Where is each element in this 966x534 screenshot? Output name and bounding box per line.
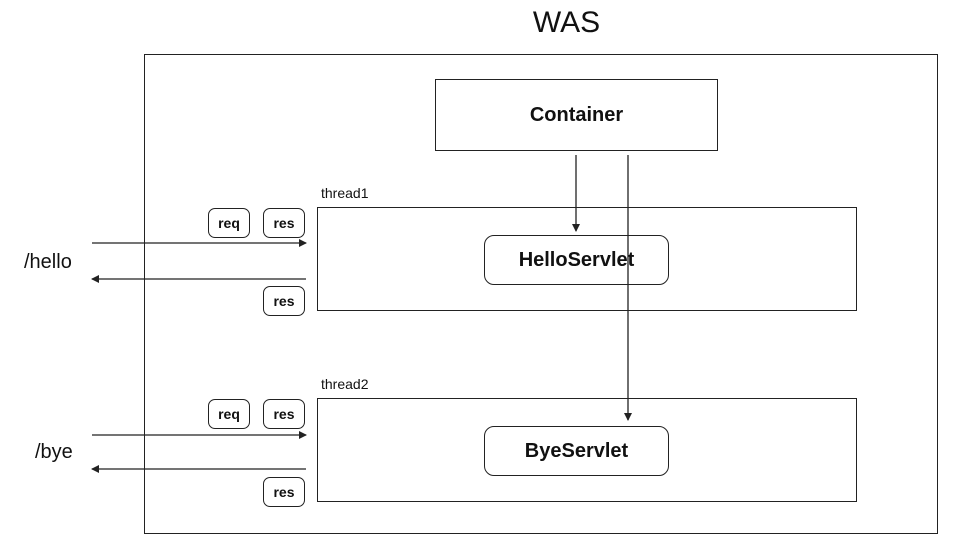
diagram-title: WAS <box>532 6 601 39</box>
thread2-label: thread2 <box>321 376 369 392</box>
bye-path-label: /bye <box>35 441 73 463</box>
thread1-req-pill: req <box>208 208 250 238</box>
hello-servlet-label: HelloServlet <box>518 248 635 271</box>
bye-servlet-box: ByeServlet <box>484 426 669 476</box>
thread1-res-out-pill: res <box>263 286 305 316</box>
hello-servlet-box: HelloServlet <box>484 235 669 285</box>
container-label: Container <box>529 103 624 126</box>
thread1-res-in-pill: res <box>263 208 305 238</box>
hello-path-label: /hello <box>24 251 72 273</box>
thread2-req-pill: req <box>208 399 250 429</box>
thread2-res-out-pill: res <box>263 477 305 507</box>
thread1-label: thread1 <box>321 185 369 201</box>
bye-servlet-label: ByeServlet <box>524 439 629 462</box>
container-box: Container <box>435 79 718 151</box>
thread1-box <box>317 207 857 311</box>
thread2-res-in-pill: res <box>263 399 305 429</box>
